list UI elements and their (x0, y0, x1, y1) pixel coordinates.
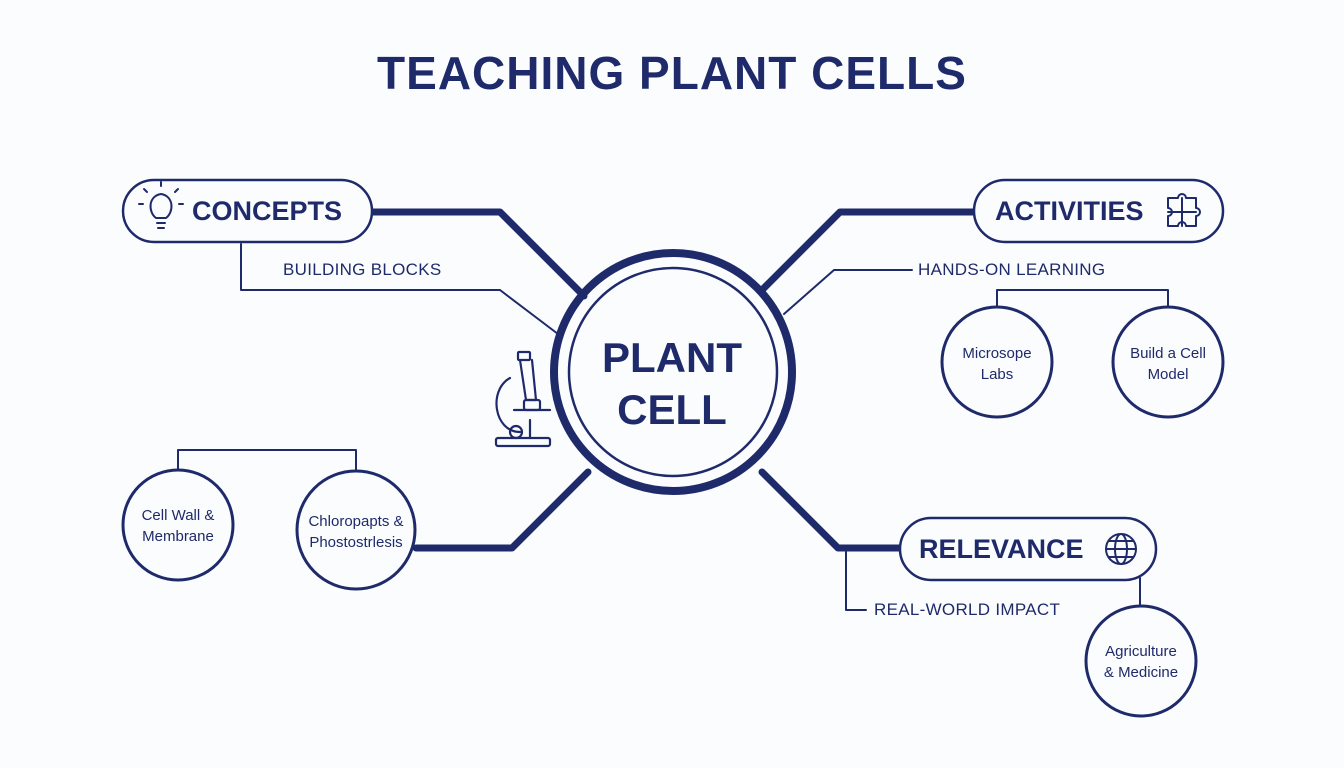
connector-real-world (845, 551, 867, 611)
center-line-2: CELL (617, 386, 727, 433)
connector-building-blocks (240, 243, 559, 335)
center-line-1: PLANT (602, 334, 742, 381)
center-inner-ring (567, 266, 779, 478)
concepts-label: CONCEPTS (192, 196, 343, 226)
leaf-agriculture-line-1: Agriculture (1105, 643, 1177, 660)
leaf-chloroplasts-line-2: Phostostrlesis (309, 534, 403, 551)
puzzle-icon (1167, 193, 1201, 227)
leaf-circle-agriculture (1084, 604, 1198, 718)
page-title: TEACHING PLANT CELLS (377, 47, 967, 99)
connector-leaves-left (412, 468, 592, 552)
leaf-cell-wall-line-1: Cell Wall & (141, 507, 215, 524)
connector-relevance (758, 468, 904, 552)
leaf-microscope-labs-line-2: Labs (980, 366, 1014, 383)
leaf-cell-wall: Cell Wall & Membrane (123, 505, 233, 547)
leaf-agriculture-line-2: & Medicine (1103, 664, 1179, 681)
building-blocks-label: BUILDING BLOCKS (283, 260, 442, 279)
leaf-chloroplasts: Chloropapts & Phostostrlesis (301, 511, 411, 553)
lightbulb-icon (138, 181, 184, 229)
leaf-circle-microscope-labs (940, 305, 1054, 419)
leaf-build-cell-line-2: Model (1147, 366, 1189, 383)
real-world-impact-label: REAL-WORLD IMPACT (874, 600, 1061, 619)
microscope-icon (494, 350, 552, 448)
leaf-agriculture: Agriculture & Medicine (1086, 641, 1196, 683)
center-node-label: PLANT CELL (572, 332, 772, 436)
globe-icon (1105, 533, 1137, 565)
center-outer-ring (550, 249, 796, 495)
pill-activities (972, 178, 1225, 244)
leaf-microscope-labs-line-1: Microsope (962, 345, 1032, 362)
connector-hands-on (783, 269, 913, 315)
pill-relevance (898, 516, 1158, 582)
leaf-chloroplasts-line-1: Chloropapts & (308, 513, 404, 530)
relevance-label: RELEVANCE (919, 534, 1084, 564)
hands-on-learning-label: HANDS-ON LEARNING (918, 260, 1106, 279)
leaf-circle-chloroplasts (295, 469, 417, 591)
leaf-microscope-labs: Microsope Labs (942, 343, 1052, 385)
leaf-circle-cell-wall (121, 468, 235, 582)
leaf-circle-build-cell (1111, 305, 1225, 419)
connector-concept-leaves (177, 449, 357, 471)
leaf-build-cell-line-1: Build a Cell (1130, 345, 1206, 362)
pill-concepts (121, 178, 374, 244)
leaf-build-cell: Build a Cell Model (1113, 343, 1223, 385)
activities-label: ACTIVITIES (995, 196, 1144, 226)
connector-concepts (368, 208, 588, 300)
leaf-cell-wall-line-2: Membrane (142, 528, 214, 545)
connector-activity-leaves (996, 289, 1169, 309)
connector-activities (758, 208, 978, 294)
